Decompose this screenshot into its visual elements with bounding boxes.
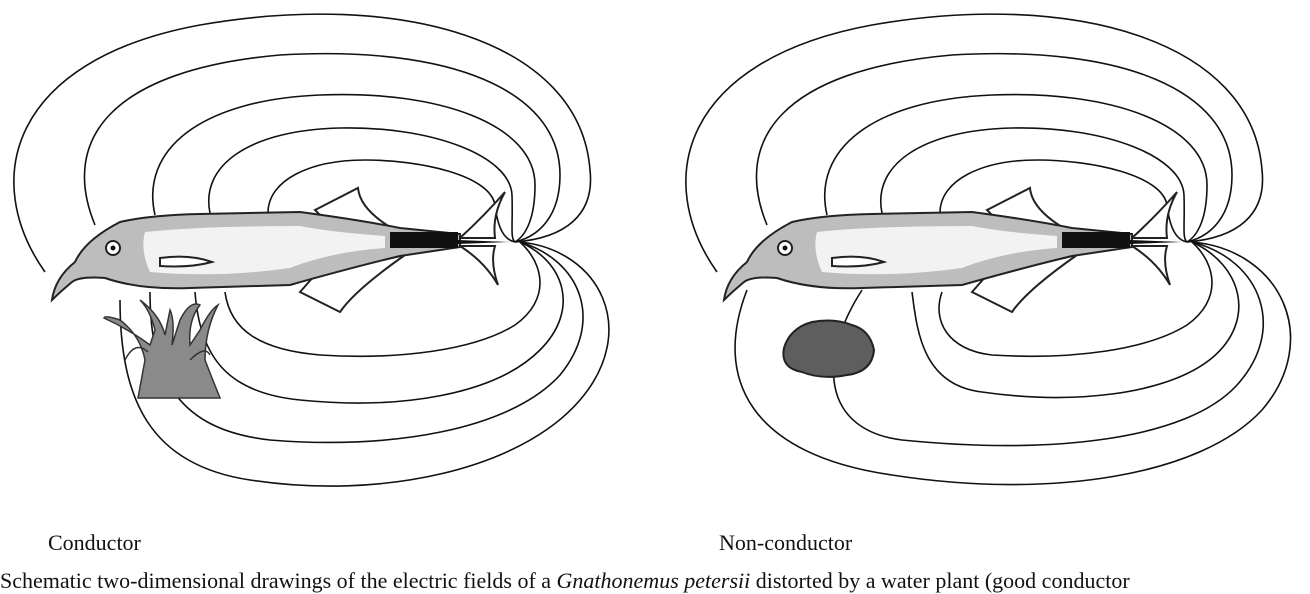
caption-suffix: distorted by a water plant (good conduct… [750, 568, 1130, 593]
fish-conductor [51, 187, 511, 313]
fish-non-conductor [723, 187, 1183, 313]
conductor-panel [13, 13, 610, 487]
non-conductor-panel [685, 13, 1292, 486]
conductor-label: Conductor [48, 530, 141, 555]
non-conductor-label: Non-conductor [719, 530, 853, 555]
stone-icon [782, 319, 876, 378]
caption-prefix: Schematic two-dimensional drawings of th… [0, 568, 557, 593]
water-plant-icon [103, 299, 222, 399]
figure-caption: Schematic two-dimensional drawings of th… [0, 568, 1310, 594]
caption-species: Gnathonemus petersii [556, 568, 751, 593]
